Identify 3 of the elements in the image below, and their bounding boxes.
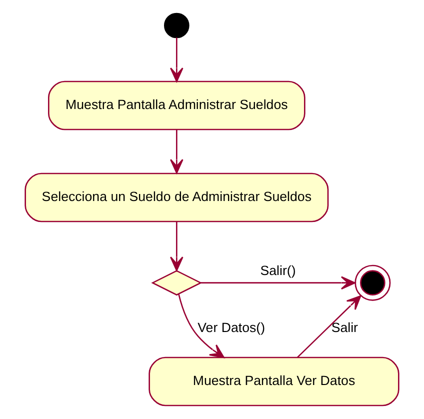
edge-label: Salir [331,320,358,336]
edge-label: Ver Datos() [198,320,266,336]
edge-label: Salir() [260,262,296,278]
